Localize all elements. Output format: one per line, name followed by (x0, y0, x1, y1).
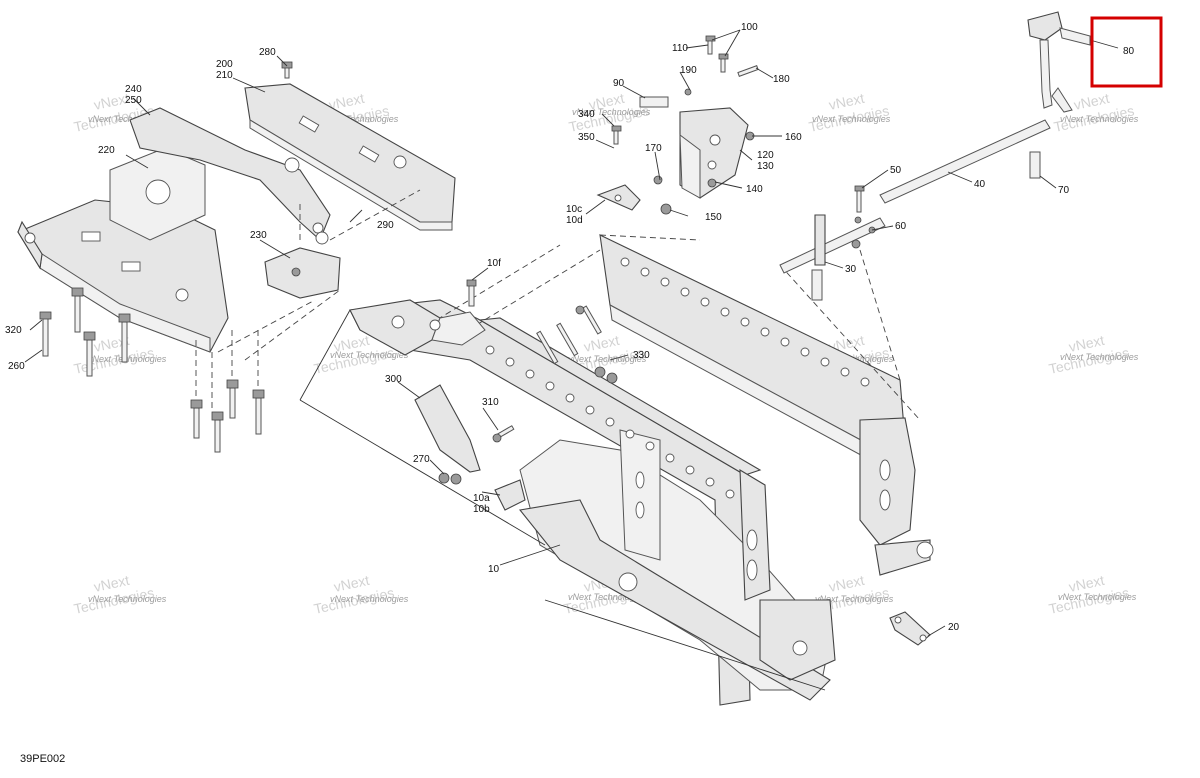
callout-170: 170 (645, 143, 662, 154)
nuts-270 (438, 472, 462, 485)
callout-30: 30 (845, 264, 857, 275)
callout-100: 100 (741, 22, 758, 33)
callout-160: 160 (785, 132, 802, 143)
left-support-bracket (17, 147, 229, 353)
svg-text:vNext Technologies: vNext Technologies (88, 114, 167, 124)
callout-10b: 10b (473, 504, 490, 515)
callout-250: 250 (125, 95, 142, 106)
callout-10: 10 (488, 564, 500, 575)
callout-50: 50 (890, 165, 902, 176)
callout-140: 140 (746, 184, 763, 195)
svg-text:vNext Technologies: vNext Technologies (572, 107, 651, 117)
svg-text:vNext Technologies: vNext Technologies (1060, 114, 1139, 124)
callout-260: 260 (8, 361, 25, 372)
guard-plate-300 (414, 384, 481, 473)
callout-80: 80 (1123, 46, 1135, 57)
callout-70: 70 (1058, 185, 1070, 196)
link-20 (889, 611, 931, 646)
svg-text:vNext Technologies: vNext Technologies (330, 594, 409, 604)
svg-text:vNext: vNext (1067, 572, 1105, 595)
callout-300: 300 (385, 374, 402, 385)
lever-80 (1027, 11, 1091, 113)
bracket-hardware (611, 35, 759, 215)
front-plate-10f (349, 279, 486, 356)
callout-120: 120 (757, 150, 774, 161)
crossmember-plate-200 (244, 83, 456, 231)
callout-290: 290 (377, 220, 394, 231)
callout-240: 240 (125, 84, 142, 95)
svg-text:vNext Technologies: vNext Technologies (568, 354, 647, 364)
control-bracket-120 (639, 96, 749, 199)
watermark: vNext Technologies vNext Technologies (1047, 332, 1138, 377)
callout-110: 110 (672, 43, 688, 54)
bolts-330 (536, 305, 618, 384)
svg-text:vNext: vNext (332, 572, 370, 595)
callout-20: 20 (948, 622, 960, 633)
svg-text:vNext Technologies: vNext Technologies (1060, 352, 1139, 362)
callout-130: 130 (757, 161, 774, 172)
svg-text:vNext: vNext (1067, 332, 1105, 355)
svg-text:vNext Technologies: vNext Technologies (812, 114, 891, 124)
watermark: vNext Technologies vNext Technologies (1052, 90, 1138, 135)
callout-10c: 10c (566, 204, 582, 215)
watermark: vNext Technologies vNext Technologies (807, 90, 890, 135)
left-bolts (39, 61, 293, 453)
svg-text:vNext: vNext (1072, 90, 1110, 113)
frame-assembly-lines (299, 234, 921, 691)
diagram-code: 39PE002 (20, 753, 65, 765)
shaft-hardware (851, 185, 876, 249)
svg-text:vNext: vNext (92, 90, 130, 113)
callout-150: 150 (705, 212, 722, 223)
callout-280: 280 (259, 47, 276, 58)
frame-holes (485, 257, 891, 581)
callout-270: 270 (413, 454, 430, 465)
left-assembly-lines (195, 189, 421, 412)
callout-230: 230 (250, 230, 267, 241)
bolt-310 (492, 425, 515, 443)
callout-180: 180 (773, 74, 790, 85)
callout-10d: 10d (566, 215, 583, 226)
svg-text:vNext Technologies: vNext Technologies (330, 350, 409, 360)
svg-text:vNext: vNext (327, 90, 365, 113)
svg-text:vNext: vNext (827, 572, 865, 595)
callout-40: 40 (974, 179, 986, 190)
svg-text:vNext: vNext (582, 332, 620, 355)
svg-text:vNext Technologies: vNext Technologies (815, 594, 894, 604)
watermark: vNext Technologies vNext Technologies (1047, 572, 1136, 617)
svg-text:vNext Technologies: vNext Technologies (1058, 592, 1137, 602)
svg-text:vNext: vNext (92, 572, 130, 595)
callout-330: 330 (633, 350, 650, 361)
callout-labels: 10 10a 10b 10c 10d 10f 20 30 40 50 60 70… (5, 22, 1135, 633)
callout-220: 220 (98, 145, 115, 156)
plate-10c (596, 184, 641, 211)
callout-200: 200 (216, 59, 233, 70)
watermark: vNext Technologies vNext Technologies (72, 572, 166, 617)
svg-text:vNext: vNext (92, 332, 130, 355)
callout-10a: 10a (473, 493, 490, 504)
highlight-box-callout-80 (1090, 16, 1163, 88)
watermark: vNext Technologies vNext Technologies (312, 572, 408, 617)
callout-340: 340 (578, 109, 595, 120)
callout-350: 350 (578, 132, 595, 143)
callout-320: 320 (5, 325, 22, 336)
callout-60: 60 (895, 221, 907, 232)
callout-190: 190 (680, 65, 697, 76)
leader-lines (24, 29, 1119, 637)
svg-text:vNext Technologies: vNext Technologies (320, 114, 399, 124)
main-frame-10 (349, 234, 934, 706)
svg-text:vNext: vNext (587, 90, 625, 113)
callout-90: 90 (613, 78, 625, 89)
svg-text:vNext Technologies: vNext Technologies (88, 594, 167, 604)
callout-10f: 10f (487, 258, 501, 269)
svg-text:vNext: vNext (827, 90, 865, 113)
cross-shaft-40 (779, 119, 1051, 301)
mount-bracket-230 (264, 231, 341, 299)
callout-210: 210 (216, 70, 233, 81)
bracket-10a (494, 479, 526, 511)
svg-text:vNext: vNext (332, 332, 370, 355)
callout-310: 310 (482, 397, 499, 408)
svg-text:vNext Technologies: vNext Technologies (568, 592, 647, 602)
